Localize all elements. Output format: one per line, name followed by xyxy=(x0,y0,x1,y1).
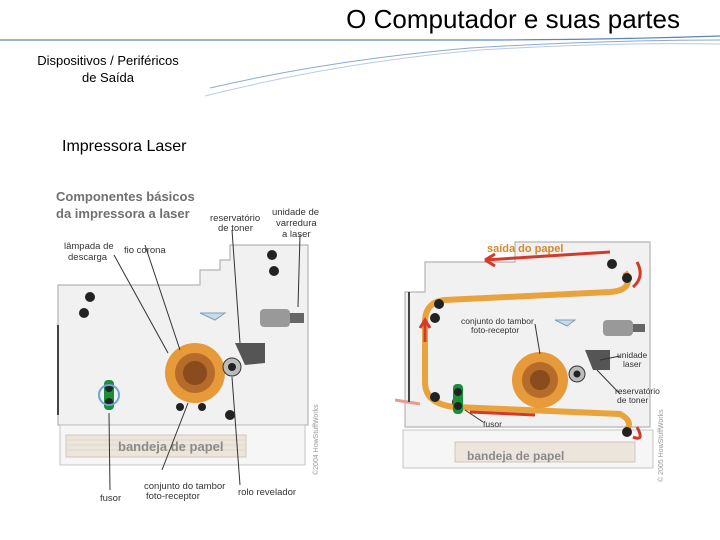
label-toner-right-2: de toner xyxy=(617,395,648,405)
label-fuser-right: fusor xyxy=(483,419,502,429)
laser-unit-right xyxy=(603,320,633,336)
label-laser-unit-right-2: laser xyxy=(623,359,642,369)
label-fuser: fusor xyxy=(100,493,121,504)
copyright-right: © 2005 HowStuffWorks xyxy=(657,409,665,482)
diagram-heading-2: da impressora a laser xyxy=(56,206,190,221)
label-drum-assembly-right-1: conjunto do tambor xyxy=(461,316,534,326)
label-laser-unit-right-1: unidade xyxy=(617,350,648,360)
label-toner-right-1: reservatório xyxy=(615,386,660,396)
diagram-heading-1: Componentes básicos xyxy=(56,189,195,204)
label-drum-assembly-right-2: foto-receptor xyxy=(471,325,519,335)
paper-tray-right xyxy=(454,441,636,463)
subtitle-line-1: Dispositivos / Periféricos xyxy=(37,53,179,68)
paper-tray-label-right: bandeja de papel xyxy=(467,449,564,463)
subtitle: Dispositivos / Periféricos de Saída xyxy=(18,52,198,86)
label-developer-roller: rolo revelador xyxy=(238,487,296,498)
paper-path xyxy=(422,270,632,435)
header-swoosh-lines xyxy=(0,35,720,97)
label-laser-scanner-2: varredura xyxy=(276,218,317,229)
copyright-left: ©2004 HowStuffWorks xyxy=(312,404,320,475)
label-drum-assembly-2: foto-receptor xyxy=(146,491,200,502)
label-laser-scanner-1: unidade de xyxy=(272,207,319,218)
label-corona-wire: fio corona xyxy=(124,245,166,256)
laser-printer-components-diagram: Componentes básicos da impressora a lase… xyxy=(56,189,320,504)
slide-title: O Computador e suas partes xyxy=(346,4,680,34)
label-toner-reservoir-2: de toner xyxy=(218,223,253,234)
label-laser-scanner-3: a laser xyxy=(282,229,311,240)
laser-unit xyxy=(260,309,290,327)
printer-body-right xyxy=(404,241,651,428)
label-paper-output: saída do papel xyxy=(487,243,563,255)
toner-reservoir xyxy=(235,343,265,365)
label-discharge-lamp-1: lâmpada de xyxy=(64,241,114,252)
label-toner-reservoir-1: reservatório xyxy=(210,213,260,224)
toner-reservoir-right xyxy=(585,350,610,370)
label-discharge-lamp-2: descarga xyxy=(68,252,108,263)
laser-paper-path-diagram: bandeja de papel saída do papel conjunto… xyxy=(395,241,665,482)
label-drum-assembly-1: conjunto do tambor xyxy=(144,481,225,492)
subtitle-line-2: de Saída xyxy=(81,70,135,85)
section-label: Impressora Laser xyxy=(62,138,187,155)
